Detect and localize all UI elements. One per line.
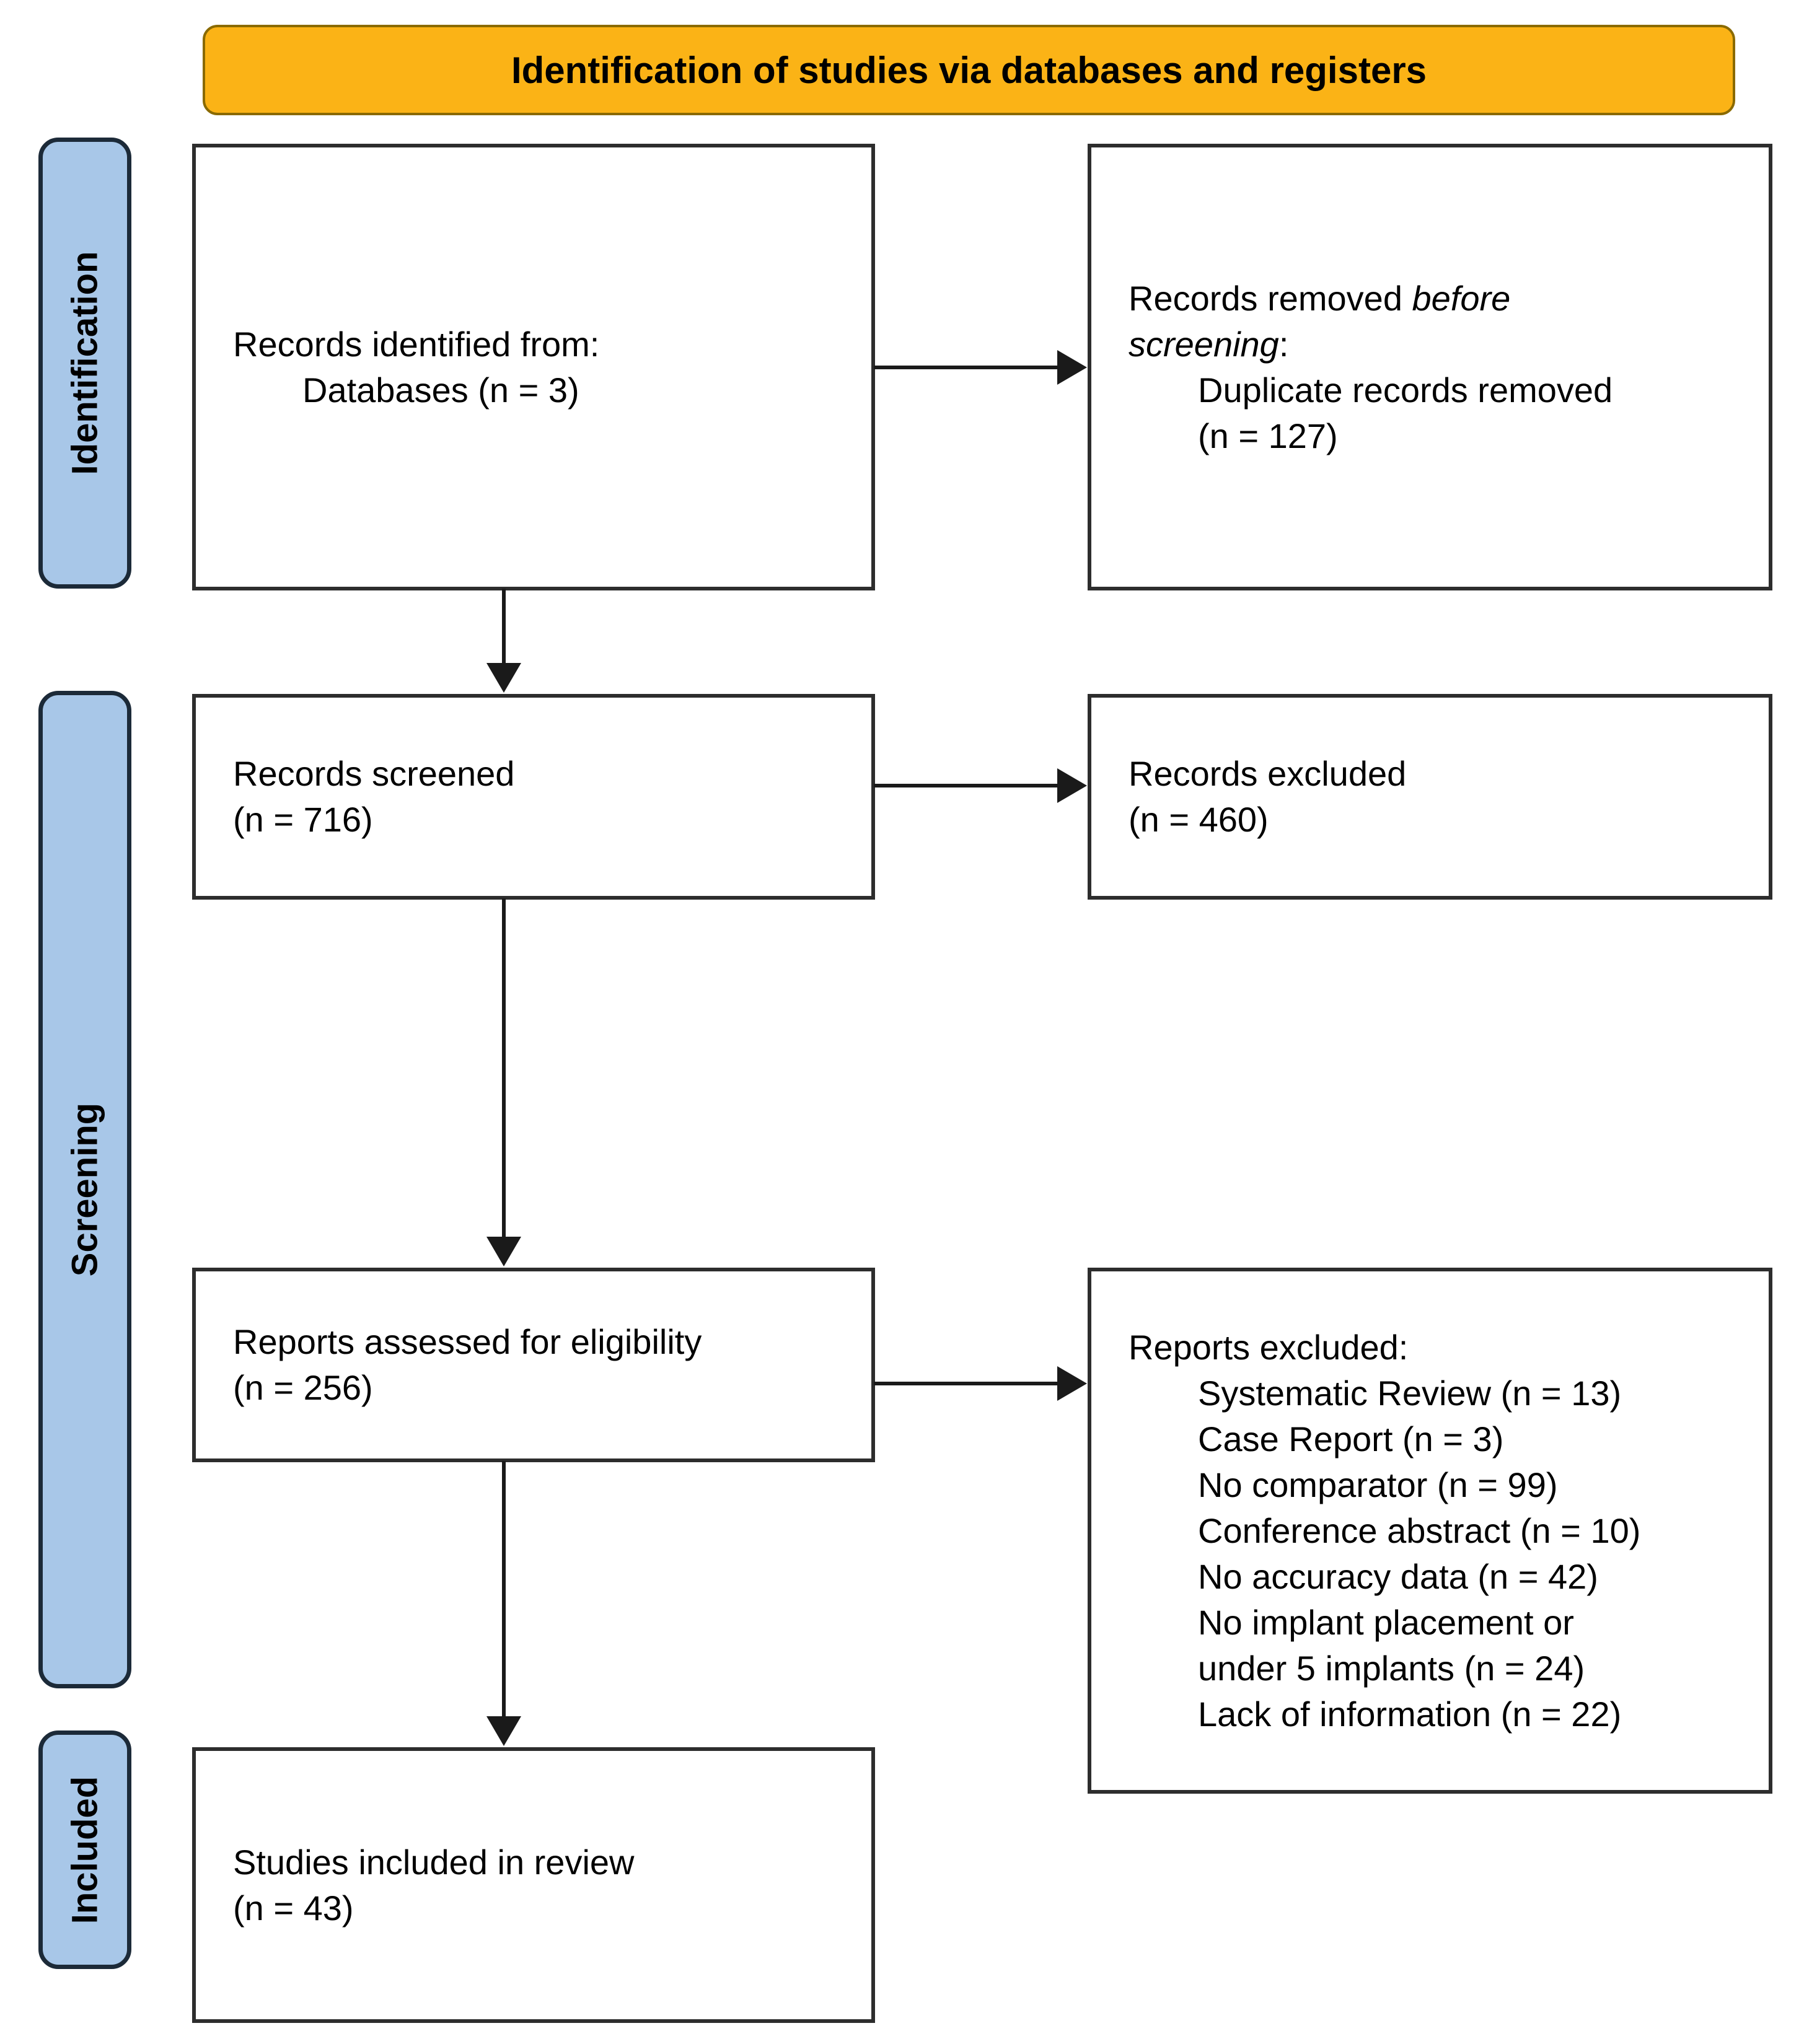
box-reports-excluded: Reports excluded: Systematic Review (n =…	[1088, 1268, 1772, 1794]
arrow-assessed-to-included-shaft	[502, 1461, 506, 1716]
reports-excluded-item: No accuracy data (n = 42)	[1198, 1556, 1598, 1596]
reports-excluded-item: Systematic Review (n = 13)	[1198, 1373, 1622, 1413]
records-removed-heading-italic: before screening	[1129, 278, 1511, 364]
records-removed-heading-normal: Records removed	[1129, 278, 1412, 318]
arrow-identified-to-removed-shaft	[874, 366, 1060, 369]
box-studies-included: Studies included in review (n = 43)	[192, 1747, 875, 2023]
reports-excluded-item: No comparator (n = 99)	[1198, 1465, 1558, 1504]
arrow-screened-to-excluded-shaft	[874, 784, 1060, 787]
stage-label-screening: Screening	[64, 1102, 105, 1277]
arrow-screened-to-assessed-shaft	[502, 898, 506, 1237]
stage-bar-included: Included	[38, 1730, 131, 1969]
box-records-removed: Records removed before screening: Duplic…	[1088, 144, 1772, 590]
reports-excluded-item: Conference abstract (n = 10)	[1198, 1511, 1641, 1550]
studies-included-line2: (n = 43)	[233, 1888, 354, 1928]
records-removed-heading-colon: :	[1278, 324, 1289, 364]
arrow-identified-to-removed-head-icon	[1057, 350, 1087, 385]
reports-assessed-line1: Reports assessed for eligibility	[233, 1322, 702, 1361]
stage-bar-identification: Identification	[38, 138, 131, 589]
box-records-identified: Records identified from: Databases (n = …	[192, 144, 875, 590]
banner-title: Identification of studies via databases …	[203, 25, 1735, 115]
records-identified-line2: Databases (n = 3)	[302, 370, 579, 410]
reports-assessed-line2: (n = 256)	[233, 1368, 373, 1407]
box-records-screened: Records screened (n = 716)	[192, 694, 875, 900]
arrow-screened-to-excluded-head-icon	[1057, 768, 1087, 803]
records-removed-heading: Records removed before screening:	[1129, 276, 1587, 367]
duplicate-records-line2: (n = 127)	[1198, 416, 1338, 455]
records-screened-line2: (n = 716)	[233, 800, 373, 839]
box-reports-assessed: Reports assessed for eligibility (n = 25…	[192, 1268, 875, 1462]
stage-label-identification: Identification	[64, 251, 105, 475]
records-excluded-line2: (n = 460)	[1129, 800, 1269, 839]
arrow-assessed-to-included-head-icon	[486, 1716, 521, 1746]
arrow-identified-to-screened-head-icon	[486, 663, 521, 693]
reports-excluded-title: Reports excluded:	[1129, 1327, 1409, 1367]
reports-excluded-item: under 5 implants (n = 24)	[1198, 1648, 1585, 1688]
stage-label-included: Included	[64, 1776, 105, 1924]
studies-included-line1: Studies included in review	[233, 1842, 635, 1882]
records-excluded-line1: Records excluded	[1129, 754, 1407, 793]
arrow-screened-to-assessed-head-icon	[486, 1237, 521, 1266]
arrow-identified-to-screened-shaft	[502, 589, 506, 664]
stage-bar-screening: Screening	[38, 691, 131, 1688]
records-screened-line1: Records screened	[233, 754, 515, 793]
reports-excluded-item: No implant placement or	[1198, 1602, 1574, 1642]
reports-excluded-item: Lack of information (n = 22)	[1198, 1694, 1622, 1734]
arrow-assessed-to-reports-excluded-head-icon	[1057, 1366, 1087, 1401]
duplicate-records-line1: Duplicate records removed	[1198, 370, 1613, 410]
records-identified-line1: Records identified from:	[233, 324, 600, 364]
box-records-excluded: Records excluded (n = 460)	[1088, 694, 1772, 900]
reports-excluded-item: Case Report (n = 3)	[1198, 1419, 1504, 1458]
arrow-assessed-to-reports-excluded-shaft	[874, 1382, 1060, 1385]
